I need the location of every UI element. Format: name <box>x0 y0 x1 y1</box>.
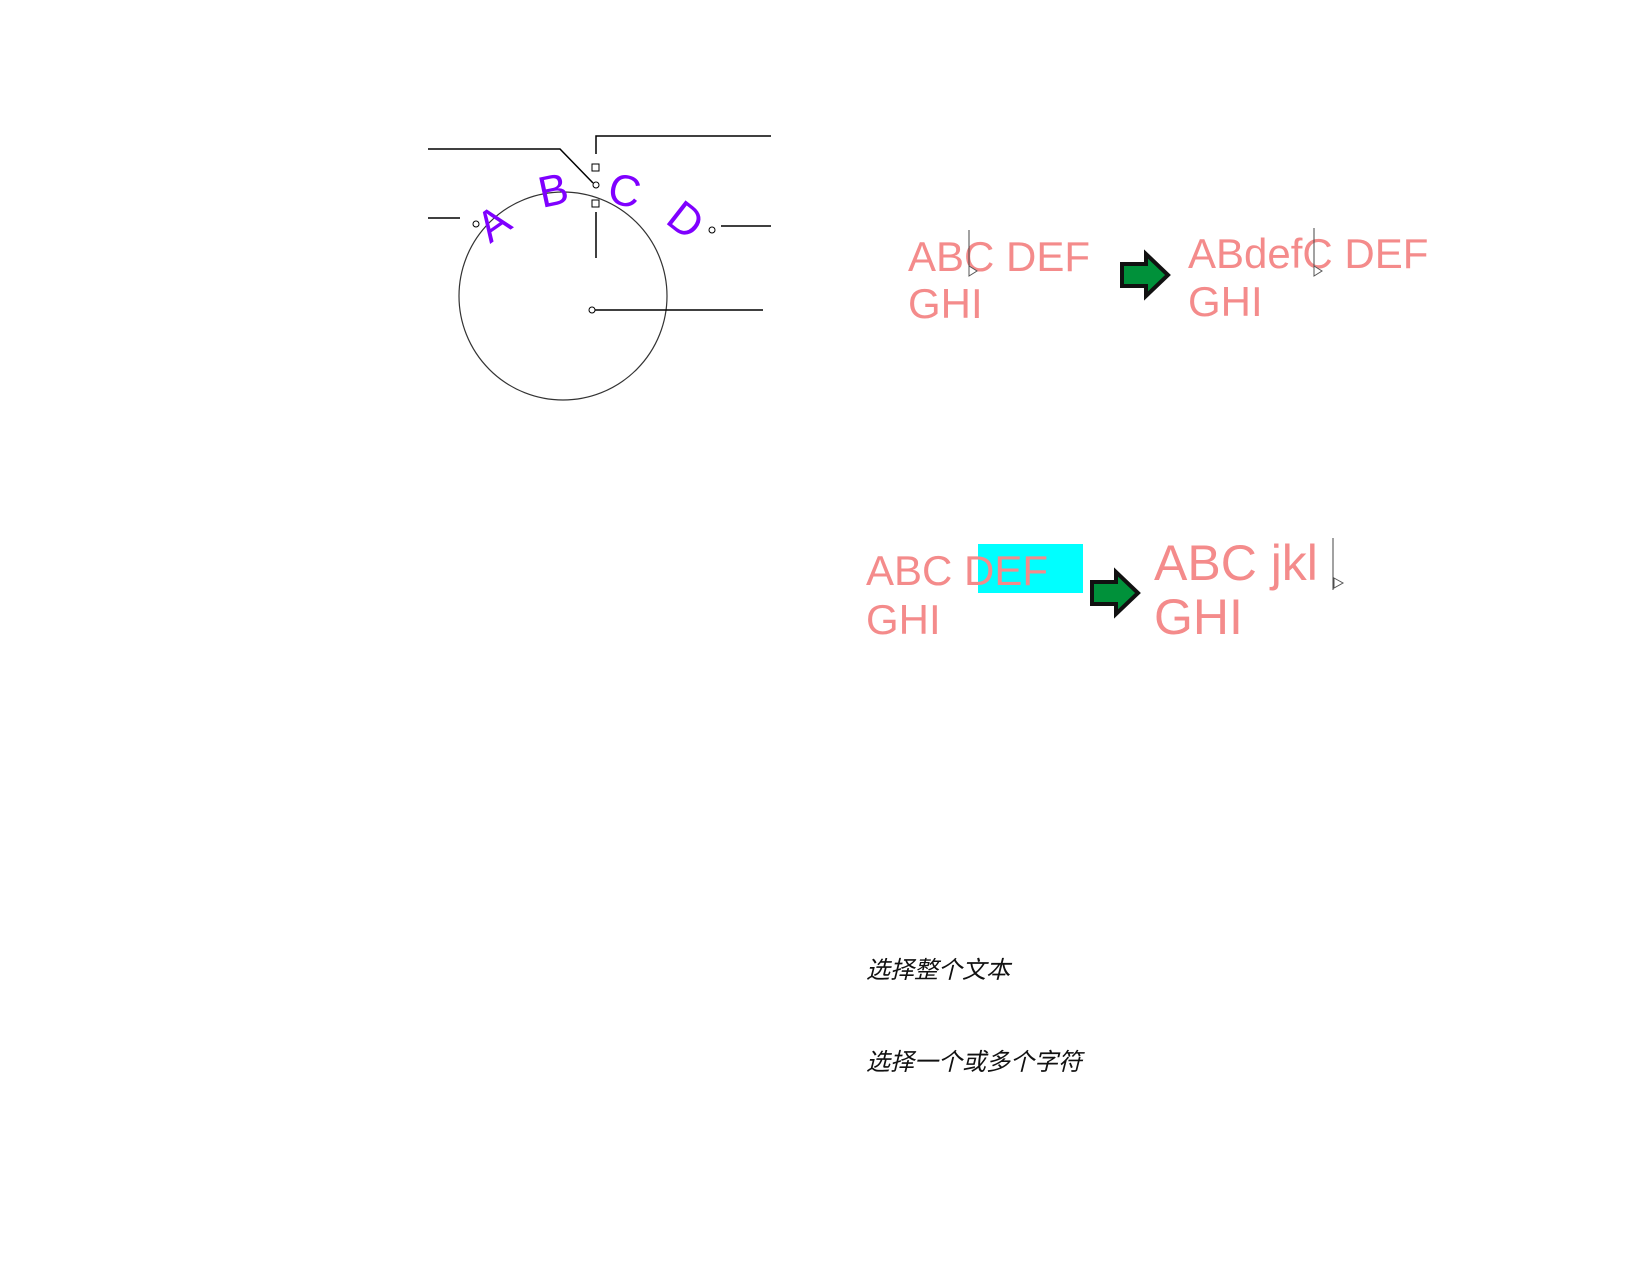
arc-letter: C <box>604 164 645 219</box>
before-text-line2: GHI <box>866 596 941 643</box>
handle-circle[interactable] <box>708 226 716 234</box>
cursor-marker-icon <box>1333 577 1345 589</box>
after-text-line1: ABdefC DEF <box>1188 230 1428 277</box>
callout-line <box>595 135 771 154</box>
handle-circle[interactable] <box>472 220 480 228</box>
after-text-line2: GHI <box>1188 278 1263 325</box>
cursor-marker-icon <box>1313 265 1323 277</box>
center-handle[interactable] <box>588 306 596 314</box>
arc-letter: A <box>468 195 521 252</box>
before-text-line1: ABC DEF <box>908 233 1090 280</box>
arc-letter: D <box>658 191 713 249</box>
callout-line <box>428 148 594 184</box>
cursor-marker-icon <box>968 265 978 277</box>
arrow-icon <box>1090 567 1141 619</box>
handle-circle[interactable] <box>592 181 600 189</box>
selection-highlight <box>978 544 1083 593</box>
unselected-text: ABC <box>866 547 964 594</box>
arrow-icon <box>1120 249 1171 301</box>
before-text-line2: GHI <box>908 280 983 327</box>
arc-text-diagram <box>428 135 771 401</box>
before-text-line1: ABC DEF <box>866 547 1048 594</box>
arc-letter: B <box>534 164 573 218</box>
path-circle <box>458 191 668 401</box>
caption-select-characters: 选择一个或多个字符 <box>866 1048 1082 1076</box>
after-text-line1: ABC jkl <box>1154 535 1318 591</box>
selected-text: DEF <box>964 547 1048 594</box>
after-text-line2: GHI <box>1154 589 1243 645</box>
caption-select-all: 选择整个文本 <box>866 956 1010 984</box>
handle-square[interactable] <box>591 163 600 172</box>
handle-square[interactable] <box>591 199 600 208</box>
